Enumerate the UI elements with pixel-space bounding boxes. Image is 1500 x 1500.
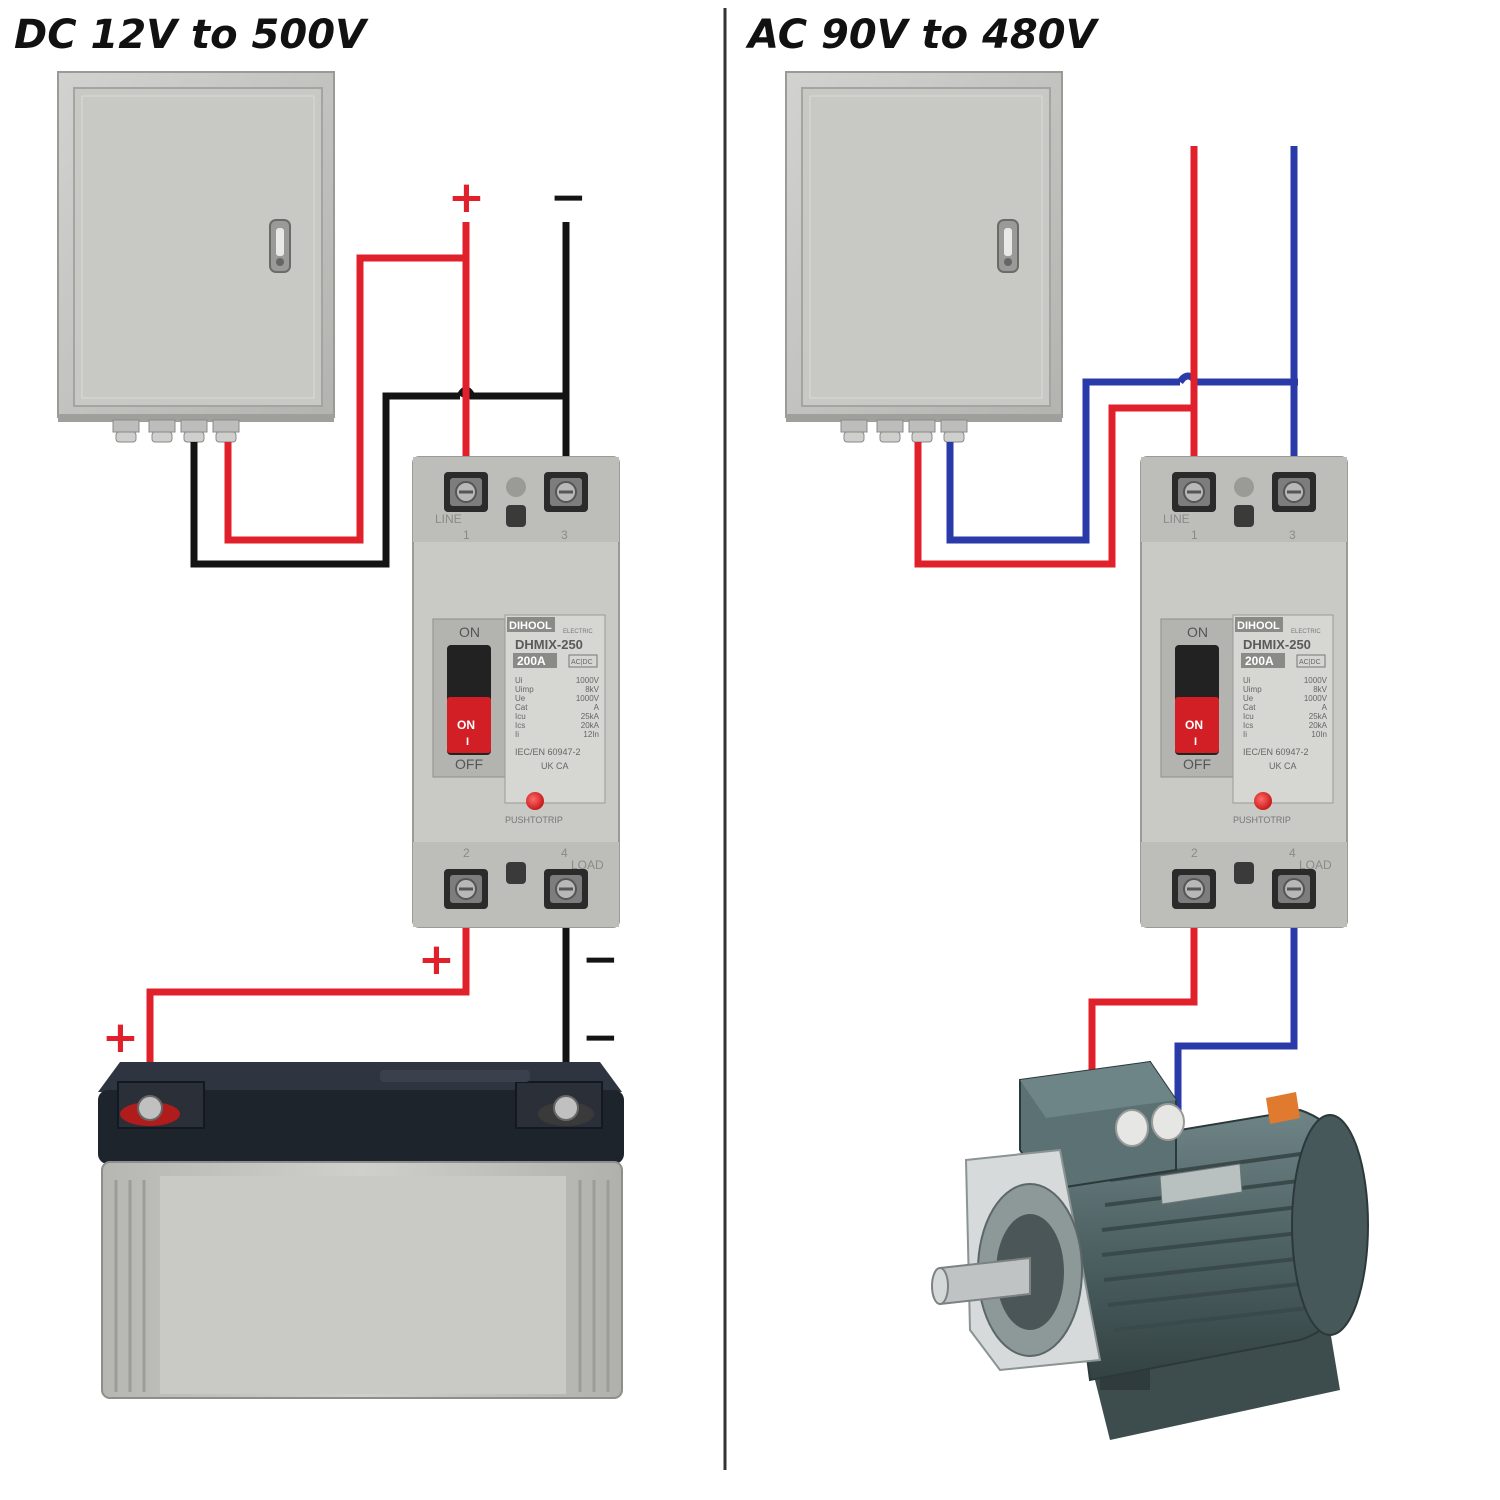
spec-value: 25kA — [1309, 712, 1328, 721]
spec-key: Ics — [1243, 721, 1253, 730]
breaker-off-label: OFF — [1183, 756, 1211, 772]
breaker-push-to-trip-label: PUSHTOTRIP — [505, 815, 563, 825]
breaker-terminal-1: 1 — [1191, 528, 1198, 542]
breaker-toggle-handle[interactable]: ON I — [1175, 645, 1219, 755]
battery-positive-terminal[interactable] — [120, 1095, 180, 1126]
breaker-standard: IEC/EN 60947-2 — [515, 747, 581, 757]
toggle-on-text: ON — [457, 718, 475, 732]
toggle-i-text: I — [1194, 736, 1197, 748]
spec-key: Ue — [515, 694, 526, 703]
spec-value: 25kA — [581, 712, 600, 721]
spec-value: A — [594, 703, 600, 712]
breaker-brand-sub: ELECTRIC — [563, 629, 593, 635]
breaker-terminal-4: 4 — [1289, 846, 1296, 860]
spec-value: 1000V — [1304, 694, 1328, 703]
breaker-on-label: ON — [459, 624, 480, 640]
battery-negative-terminal[interactable] — [538, 1095, 594, 1126]
dc-negative-wire-box — [190, 392, 460, 568]
breaker-terminal-4: 4 — [561, 846, 568, 860]
breaker-push-to-trip-button[interactable] — [526, 792, 544, 810]
breaker-terminal-2: 2 — [1191, 846, 1198, 860]
spec-key: Ui — [515, 676, 523, 685]
spec-value: 1000V — [576, 694, 600, 703]
breaker-terminal-1: 1 — [463, 528, 470, 542]
electric-motor — [931, 1060, 1369, 1440]
spec-key: Icu — [515, 712, 526, 721]
spec-key: Icu — [1243, 712, 1254, 721]
battery-plus-mark: + — [102, 1012, 139, 1063]
dc-load-minus-mark: − — [582, 934, 619, 985]
breaker-brand-sub: ELECTRIC — [1291, 629, 1321, 635]
ac-wiring — [914, 146, 1298, 1134]
spec-key: Ui — [1243, 676, 1251, 685]
spec-value: 8kV — [585, 685, 599, 694]
breaker-line-label: LINE — [1163, 512, 1190, 526]
spec-key: Ii — [515, 730, 519, 739]
dc-negative-crossover — [456, 386, 566, 400]
breaker-spec-table: Ui 1000V Uimp 8kV Ue 1000V Cat A Icu 25kA Ics 20kA I… — [515, 676, 600, 739]
toggle-on-text: ON — [1185, 718, 1203, 732]
breaker-model: DHMIX-250 — [1243, 637, 1311, 652]
spec-value: 1000V — [1304, 676, 1328, 685]
breaker-spec-table: Ui 1000V Uimp 8kV Ue 1000V Cat A Icu 25kA Ics 20kA I… — [1243, 676, 1328, 739]
dc-enclosure-box — [57, 71, 335, 443]
ac-enclosure-box — [785, 71, 1063, 443]
spec-key: Uimp — [1243, 685, 1262, 694]
spec-value: 20kA — [1309, 721, 1328, 730]
spec-key: Uimp — [515, 685, 534, 694]
dc-supply-plus-mark: + — [448, 172, 485, 223]
breaker-terminal-3: 3 — [561, 528, 568, 542]
breaker-rating: 200A — [1245, 654, 1274, 668]
breaker-brand: DIHOOL — [509, 620, 552, 632]
spec-value: 8kV — [1313, 685, 1327, 694]
toggle-i-text: I — [466, 736, 469, 748]
breaker-model: DHMIX-250 — [515, 637, 583, 652]
spec-key: Ics — [515, 721, 525, 730]
dc-positive-wire-box — [224, 254, 466, 544]
dc-circuit-breaker: LINE 1 3 2 4 LOAD ON OFF ON I DIHOOL ELE… — [412, 456, 620, 928]
spec-value: 1000V — [576, 676, 600, 685]
breaker-push-to-trip-button[interactable] — [1254, 792, 1272, 810]
dc-title: DC 12V to 500V — [14, 12, 369, 58]
spec-value: A — [1322, 703, 1328, 712]
breaker-load-label: LOAD — [1299, 858, 1332, 872]
breaker-terminal-3: 3 — [1289, 528, 1296, 542]
breaker-toggle-handle[interactable]: ON I — [447, 645, 491, 755]
breaker-load-label: LOAD — [571, 858, 604, 872]
breaker-type-badge: AC|DC — [571, 659, 593, 666]
ac-line2-wire-box — [946, 378, 1180, 544]
dc-supply-minus-mark: − — [550, 172, 587, 223]
dc-load-plus-mark: + — [418, 934, 455, 985]
breaker-on-label: ON — [1187, 624, 1208, 640]
battery-minus-mark: − — [582, 1012, 619, 1063]
spec-value: 20kA — [581, 721, 600, 730]
spec-key: Cat — [1243, 703, 1256, 712]
breaker-type-badge: AC|DC — [1299, 659, 1321, 666]
spec-value: 12In — [583, 730, 599, 739]
battery — [98, 1062, 624, 1399]
breaker-off-label: OFF — [455, 756, 483, 772]
ac-circuit-breaker: LINE 1 3 2 4 LOAD ON OFF ON I DIHOOL ELE… — [1140, 456, 1348, 928]
spec-key: Cat — [515, 703, 528, 712]
breaker-push-to-trip-label: PUSHTOTRIP — [1233, 815, 1291, 825]
spec-value: 10In — [1311, 730, 1327, 739]
spec-key: Ue — [1243, 694, 1254, 703]
spec-key: Ii — [1243, 730, 1247, 739]
breaker-rating: 200A — [517, 654, 546, 668]
breaker-line-label: LINE — [435, 512, 462, 526]
ac-line1-wire-box — [914, 404, 1194, 568]
breaker-brand: DIHOOL — [1237, 620, 1280, 632]
dc-positive-wire-battery — [146, 890, 470, 1108]
breaker-cert: UK CA — [541, 761, 569, 771]
breaker-terminal-2: 2 — [463, 846, 470, 860]
ac-line2-wire-motor — [1174, 888, 1298, 1130]
ac-line2-crossover — [1177, 372, 1298, 386]
breaker-standard: IEC/EN 60947-2 — [1243, 747, 1309, 757]
breaker-cert: UK CA — [1269, 761, 1297, 771]
ac-title: AC 90V to 480V — [745, 12, 1100, 58]
